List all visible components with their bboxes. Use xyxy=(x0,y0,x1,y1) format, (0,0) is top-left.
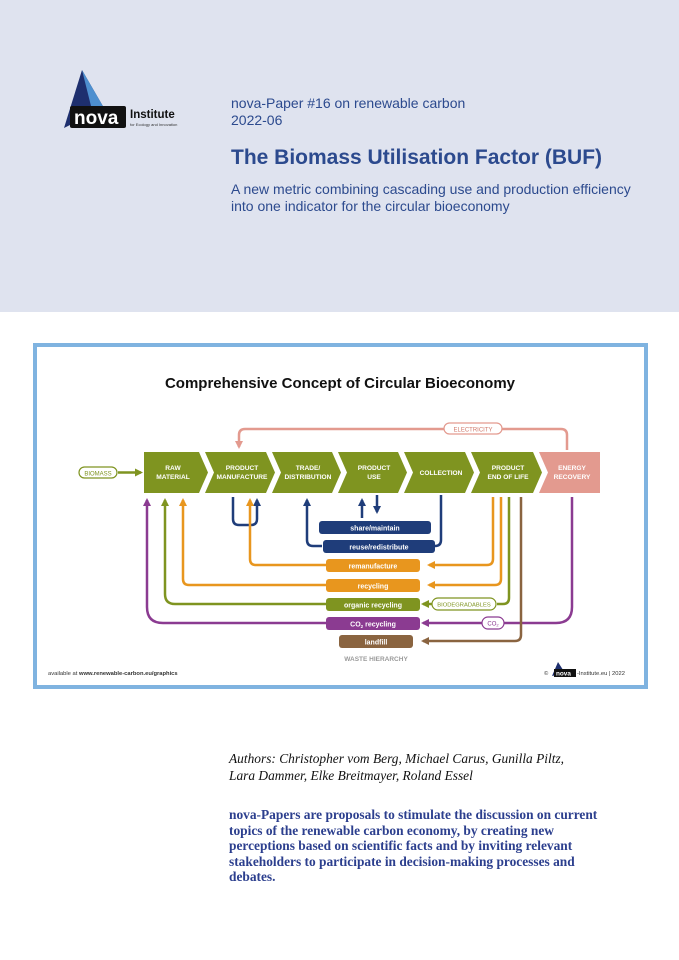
stage-label: TRADE/ xyxy=(296,465,321,472)
biomass-badge xyxy=(78,466,118,479)
landfill-input-arrow xyxy=(421,497,523,645)
organic-input-line xyxy=(497,497,511,606)
stage-product-use xyxy=(338,452,407,493)
stage-label: ENERGY xyxy=(558,465,586,472)
available-at-note: available at www.renewable-carbon.eu/gra… xyxy=(48,671,178,677)
organic-recycling-return-arrow xyxy=(161,498,326,606)
reuse-right-line xyxy=(431,495,443,548)
reuse-left-arrow xyxy=(303,498,322,548)
organic-recycling-label: organic recycling xyxy=(344,603,402,610)
page-subtitle: A new metric combining cascading use and… xyxy=(231,181,631,214)
stage-label: END OF LIFE xyxy=(487,474,529,481)
share-maintain-box xyxy=(319,521,431,534)
page-title: The Biomass Utilisation Factor (BUF) xyxy=(231,146,603,169)
copyright-logo: nova xyxy=(556,671,571,678)
stage-label: COLLECTION xyxy=(420,470,463,477)
remanufacture-return-arrow xyxy=(246,498,326,567)
paper-description: nova-Papers are proposals to stimulate t… xyxy=(229,807,598,884)
stage-label: MATERIAL xyxy=(156,474,190,481)
logo-institute: Institute xyxy=(130,109,175,121)
nova-institute-logo: nova Institute for Ecology and Innovatio… xyxy=(64,70,177,129)
stage-raw-material xyxy=(144,452,208,493)
stage-trade-distribution xyxy=(272,452,341,493)
electricity-label: ELECTRICITY xyxy=(453,428,492,434)
logo-word: nova xyxy=(74,108,119,129)
stage-label: RAW xyxy=(165,465,181,472)
remanufacture-box xyxy=(326,559,420,572)
header-band: nova Institute for Ecology and Innovatio… xyxy=(0,0,679,312)
landfill-box xyxy=(339,635,413,648)
logo-tagline: for Ecology and Innovation xyxy=(130,122,177,127)
co2-badge-label: CO2 xyxy=(487,622,499,628)
figure-title: Comprehensive Concept of Circular Bioeco… xyxy=(165,375,516,392)
reuse-redistribute-box xyxy=(323,540,435,553)
share-maintain-label: share/maintain xyxy=(350,526,399,533)
figure-frame: Comprehensive Concept of Circular Bioeco… xyxy=(33,343,648,689)
stage-label: PRODUCT xyxy=(492,465,525,472)
stage-energy-recovery xyxy=(539,452,600,493)
co2-input-line xyxy=(504,497,574,625)
co2-recycling-return-arrow xyxy=(143,498,326,625)
biodegradables-label: BIODEGRADABLES xyxy=(437,603,491,609)
stage-product-manufacture xyxy=(205,452,275,493)
stage-label: RECOVERY xyxy=(554,474,591,481)
series-line: nova-Paper #16 on renewable carbon xyxy=(231,95,466,111)
landfill-label: landfill xyxy=(365,640,388,647)
recycling-label: recycling xyxy=(358,584,389,591)
co2-recycling-label: CO2 recycling xyxy=(350,622,396,630)
stage-product-end-of-life xyxy=(471,452,542,493)
organic-recycling-box xyxy=(326,598,420,611)
stage-label: PRODUCT xyxy=(226,465,259,472)
recycling-box xyxy=(326,579,420,592)
co2-badge xyxy=(481,616,505,630)
authors: Authors: Christopher vom Berg, Michael C… xyxy=(229,751,609,784)
stage-label: USE xyxy=(367,474,381,481)
biomass-label: BIOMASS xyxy=(84,472,111,478)
reuse-redistribute-label: reuse/redistribute xyxy=(349,545,408,552)
stage-collection xyxy=(404,452,474,493)
biodegradables-badge xyxy=(431,597,497,611)
copyright-suffix: -Institute.eu | 2022 xyxy=(577,671,625,677)
authors-line: Authors: Christopher vom Berg, Michael C… xyxy=(229,751,565,766)
waste-hierarchy-label: WASTE HIERARCHY xyxy=(344,656,408,663)
remanufacture-input-arrow xyxy=(427,497,495,569)
recycling-input-arrow xyxy=(427,497,503,589)
electricity-flow-line xyxy=(235,427,569,450)
manufacture-loop-arrow xyxy=(231,497,261,527)
stage-label: DISTRIBUTION xyxy=(285,474,332,481)
copyright-prefix: © xyxy=(544,670,549,677)
remanufacture-label: remanufacture xyxy=(349,564,398,571)
date-line: 2022-06 xyxy=(231,112,283,128)
circular-bioeconomy-diagram: Comprehensive Concept of Circular Bioeco… xyxy=(48,375,625,678)
co2-recycling-box xyxy=(326,617,420,630)
stage-label: PRODUCT xyxy=(358,465,391,472)
stage-label: MANUFACTURE xyxy=(217,474,269,481)
electricity-badge xyxy=(443,422,503,435)
authors-line: Lara Dammer, Elke Breitmayer, Roland Ess… xyxy=(229,767,473,783)
paper-series: nova-Paper #16 on renewable carbon 2022-… xyxy=(231,95,465,129)
recycling-return-arrow xyxy=(179,498,326,587)
